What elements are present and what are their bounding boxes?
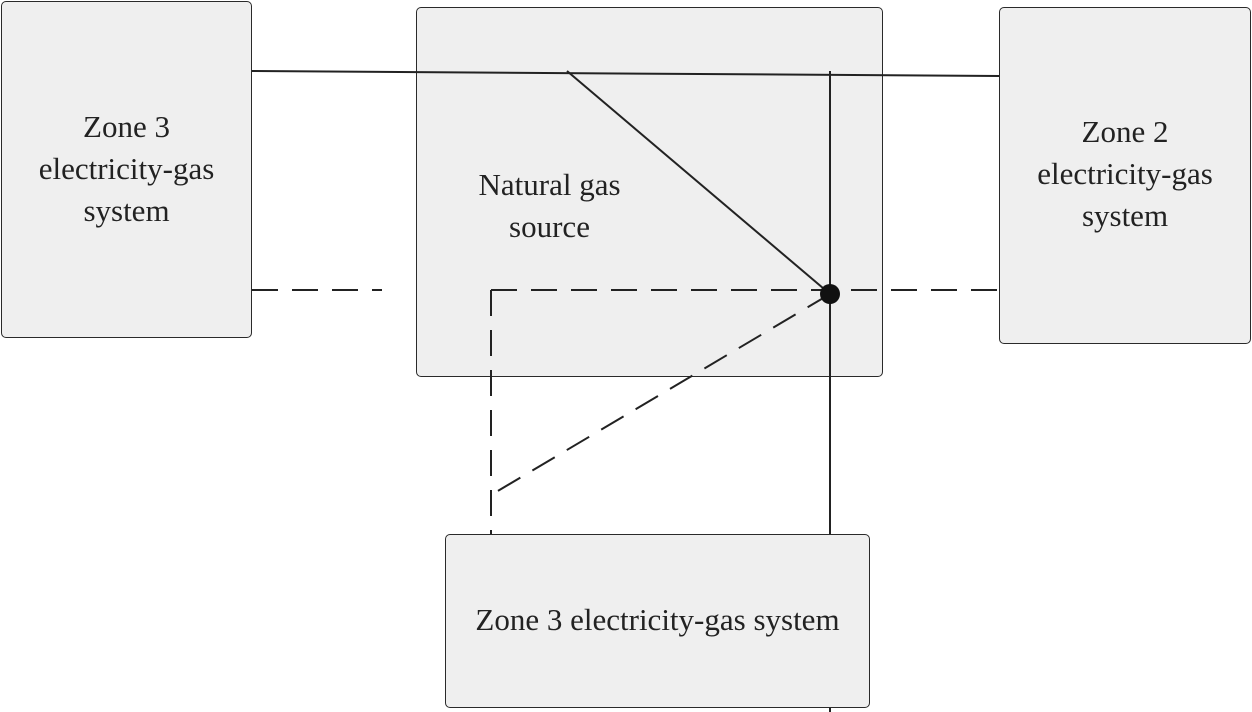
zone2-right-label: Zone 2 electricity-gas system bbox=[999, 111, 1251, 237]
gas-source-label-line-1: Natural gas bbox=[478, 167, 621, 202]
natural-gas-source-box bbox=[416, 7, 883, 377]
zone3-left-box bbox=[1, 1, 252, 338]
gas-source-label: Natural gas source bbox=[437, 164, 662, 248]
zone3-bottom-label: Zone 3 electricity-gas system bbox=[445, 599, 870, 641]
zone3-bottom-box bbox=[445, 534, 870, 708]
zone3-left-label: Zone 3 electricity-gas system bbox=[1, 106, 252, 232]
junction-node bbox=[820, 284, 840, 304]
solid-link-gas-source-diagonal bbox=[566, 70, 831, 295]
zone2-right-label-line-3: system bbox=[1081, 198, 1169, 233]
dashed-link-diagonal bbox=[490, 293, 831, 496]
zone3-left-label-line-1: Zone 3 bbox=[83, 109, 170, 144]
gas-source-label-line-2: source bbox=[509, 209, 590, 244]
solid-link-zone3-to-zone2 bbox=[251, 70, 1000, 77]
zone3-bottom-label-line-1: Zone 3 electricity-gas system bbox=[475, 602, 840, 637]
zone2-right-label-line-2: electricity-gas bbox=[1037, 156, 1213, 191]
zone3-left-label-line-2: electricity-gas bbox=[38, 151, 215, 186]
zone2-right-box bbox=[999, 7, 1251, 344]
zone2-right-label-line-1: Zone 2 bbox=[1081, 114, 1169, 149]
zone3-left-label-line-3: system bbox=[83, 193, 170, 228]
